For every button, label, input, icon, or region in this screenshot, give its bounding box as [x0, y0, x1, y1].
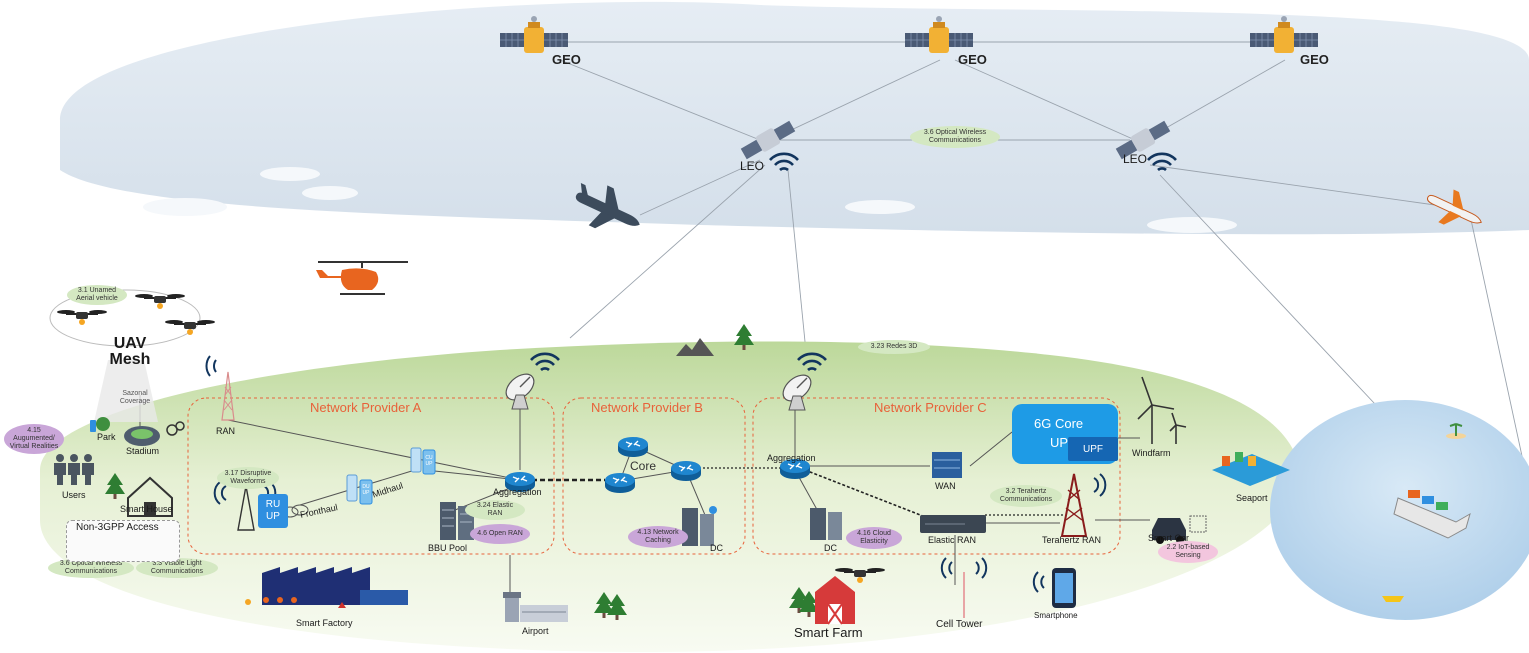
core-label: Core	[630, 459, 657, 473]
wind-turbine-icon	[1137, 376, 1187, 444]
smartphone-label: Smartphone	[1034, 611, 1078, 620]
du-up-label: DU UP	[362, 484, 370, 496]
seaport-label: Seaport	[1236, 493, 1268, 503]
provider-c-title: Network Provider C	[874, 400, 987, 415]
smart-car-label: Smart Car	[1148, 533, 1190, 543]
backhaul-dashed	[532, 467, 1065, 519]
leo-label: LEO	[1123, 152, 1148, 166]
datacenter-icon	[810, 508, 842, 540]
elastic-ran-annotation: 3.24 Elastic RAN	[465, 500, 525, 520]
cloud-elasticity-annotation: 4.16 Cloud Elasticity	[846, 527, 902, 549]
boat-icon	[1382, 596, 1404, 602]
dc-c-label: DC	[824, 543, 837, 553]
vlc-annotation: 3.3 Visible Light Communications	[136, 558, 218, 578]
non3gpp-box	[66, 520, 180, 562]
ru-up-node: RU UP	[258, 494, 288, 528]
core6g-title: 6G Core	[1034, 416, 1084, 431]
airport-label: Airport	[522, 626, 549, 636]
smart-farm-label: Smart Farm	[794, 625, 863, 640]
helicopter-icon	[316, 261, 408, 295]
airport-icon	[503, 592, 568, 622]
terahertz-ran-label: Terahertz RAN	[1042, 535, 1102, 545]
uav-mesh	[49, 289, 216, 422]
park-icon	[90, 417, 110, 432]
non3gpp-label: Non-3GPP Access	[76, 522, 159, 533]
provider-c-box	[752, 397, 1121, 555]
dc-b-label: DC	[710, 543, 723, 553]
smart-house-label: Smart House	[120, 504, 173, 514]
geo-label: GEO	[552, 52, 581, 67]
wan-server-icon	[932, 452, 962, 478]
cell-tower-label: Cell Tower	[936, 619, 983, 630]
ru-up-label: RU UP	[265, 499, 281, 522]
redes3d-annotation: 3.23 Redes 3D	[858, 340, 930, 354]
core6g-up: UP	[1050, 435, 1069, 450]
owc-ground-annotation: 3.6 Optical Wireless Communications	[48, 558, 134, 578]
cu-up-label: CU UP	[425, 455, 433, 467]
provider-a-title: Network Provider A	[310, 400, 422, 415]
disruptive-annotation: 3.17 Disruptive Waveforms	[217, 467, 279, 489]
smart-house-icon	[127, 476, 173, 517]
elastic-ran-label: Elastic RAN	[928, 535, 977, 545]
aggregation-c-label: Aggregation	[767, 453, 816, 463]
mountains	[676, 338, 714, 356]
park-label: Park	[97, 432, 116, 442]
windfarm-label: Windfarm	[1132, 448, 1171, 458]
wan-label: WAN	[935, 481, 956, 491]
leo-label: LEO	[740, 159, 765, 173]
core-router-icon	[670, 460, 702, 482]
core-router-icon	[617, 436, 649, 458]
sazonal-label: Sazonal Coverage	[119, 390, 151, 405]
sky-layer	[60, 1, 1529, 235]
smartphone-icon	[1032, 568, 1076, 608]
ran-label: RAN	[216, 426, 236, 436]
users-label: Users	[62, 490, 86, 500]
smart-factory-icon	[245, 567, 408, 608]
core-router-icon	[604, 472, 636, 494]
smart-factory-label: Smart Factory	[296, 618, 353, 628]
geo-label: GEO	[1300, 52, 1329, 67]
users-icon	[54, 454, 94, 485]
du-up-node	[346, 474, 373, 505]
provider-a-box	[187, 397, 555, 555]
provider-b-title: Network Provider B	[591, 400, 703, 415]
core6g-box: 6G Core UP	[1012, 404, 1118, 464]
open-ran-annotation: 4.6 Open RAN	[470, 524, 530, 544]
owc-sky-annotation: 3.6 Optical Wireless Communications	[910, 126, 1000, 148]
aggregation-a-label: Aggregation	[493, 487, 542, 497]
ar-vr-annotation: 4.15 Augumented/ Virtual Realities	[4, 424, 64, 454]
stadium-label: Stadium	[126, 446, 160, 456]
stadium-icon	[124, 421, 185, 446]
seaport-icon	[1212, 452, 1290, 486]
airplane-icon	[575, 183, 640, 229]
network-caching-annotation: 4.13 Network Caching	[628, 526, 688, 548]
cu-up-node	[410, 447, 436, 475]
iot-sensing-annotation: 2.2 IoT-based Sensing	[1158, 541, 1218, 563]
cell-tower-icon	[940, 557, 988, 618]
cargo-ship-icon	[1393, 490, 1471, 539]
uav-annotation: 3.1 Unamed Aerial vehicle	[67, 285, 127, 305]
terahertz-tower-icon	[1060, 473, 1107, 537]
island-icon	[1446, 423, 1466, 439]
airplane-icon	[1426, 189, 1482, 225]
geo-label: GEO	[958, 52, 987, 67]
ran-antenna-icon	[205, 355, 235, 421]
bbu-pool-label: BBU Pool	[428, 543, 468, 553]
smart-farm-icon	[815, 567, 886, 625]
upf-box: UPF	[1068, 437, 1118, 461]
terahertz-annotation: 3.2 Terahertz Communications	[990, 485, 1062, 507]
provider-b-box	[562, 397, 746, 555]
uav-mesh-label: UAV Mesh	[109, 335, 151, 368]
elastic-ran-server-icon	[920, 515, 986, 533]
